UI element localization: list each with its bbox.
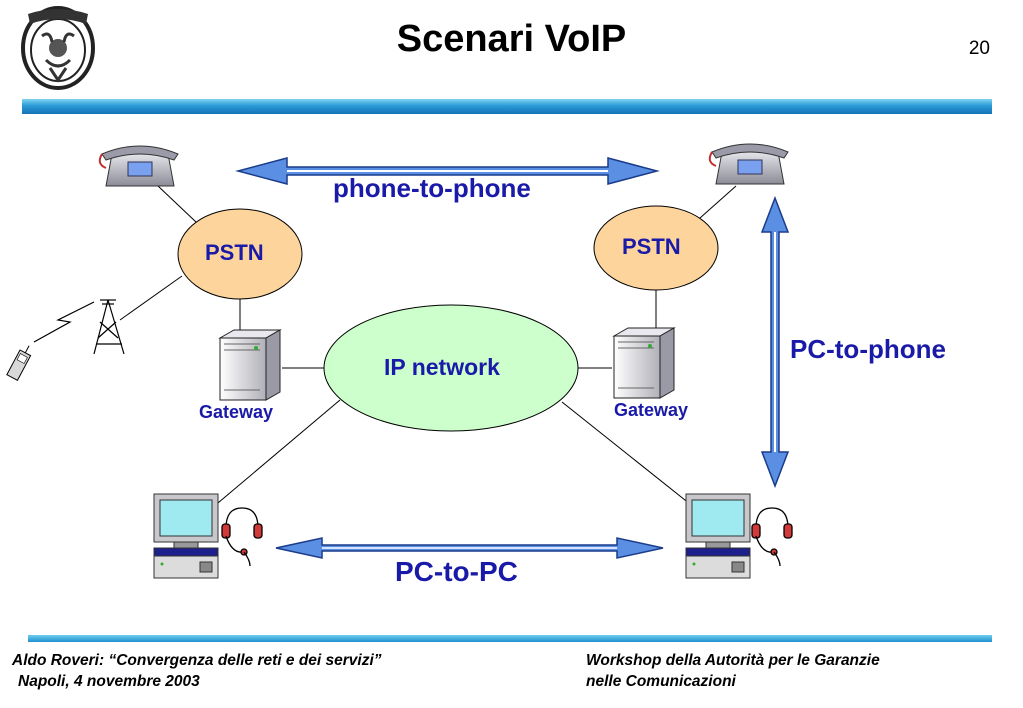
desktop-pc-icon (153, 493, 219, 579)
desk-phone-icon (98, 145, 179, 187)
pstn-left-label: PSTN (205, 240, 264, 265)
page-number: 20 (968, 38, 990, 59)
pc-to-phone-label: PC-to-phone (790, 334, 946, 364)
pc-to-pc-label: PC-to-PC (395, 556, 518, 587)
phone-to-phone-label: phone-to-phone (333, 173, 531, 203)
footer-date: Napoli, 4 novembre 2003 (18, 673, 200, 690)
ip-network-label: IP network (384, 354, 500, 380)
connection-lines (119, 185, 737, 509)
desktop-pc-icon (685, 493, 751, 579)
server-gateway-icon (612, 327, 676, 399)
headset-icon (221, 507, 263, 567)
pstn-right-label: PSTN (622, 234, 681, 259)
pc-to-phone-arrow (760, 195, 790, 489)
footer-event-cont: nelle Comunicazioni (586, 673, 736, 690)
pstn-right-node (593, 205, 719, 291)
desk-phone-icon (708, 143, 789, 185)
cell-tower-icon (33, 299, 125, 355)
footer-divider-bar (28, 635, 992, 642)
header-divider-bar (22, 99, 992, 114)
gateway-left-label: Gateway (199, 402, 274, 422)
footer-event: Workshop della Autorità per le Garanzie (586, 652, 880, 669)
university-seal-icon (21, 6, 95, 90)
ip-network-node (323, 304, 579, 432)
phone-to-phone-arrow (235, 157, 660, 185)
pstn-left-node (177, 208, 303, 300)
server-gateway-icon (218, 329, 282, 401)
mobile-phone-icon (6, 345, 32, 382)
footer-right: Workshop della Autorità per le Garanzie … (586, 650, 880, 692)
gateway-right-label: Gateway (614, 400, 689, 420)
headset-icon (751, 507, 793, 567)
slide-title: Scenari VoIP (396, 18, 627, 60)
footer-author: Aldo Roveri: “Convergenza delle reti e d… (12, 652, 382, 669)
footer-left: Aldo Roveri: “Convergenza delle reti e d… (12, 650, 382, 692)
pc-to-pc-arrow (275, 537, 664, 559)
